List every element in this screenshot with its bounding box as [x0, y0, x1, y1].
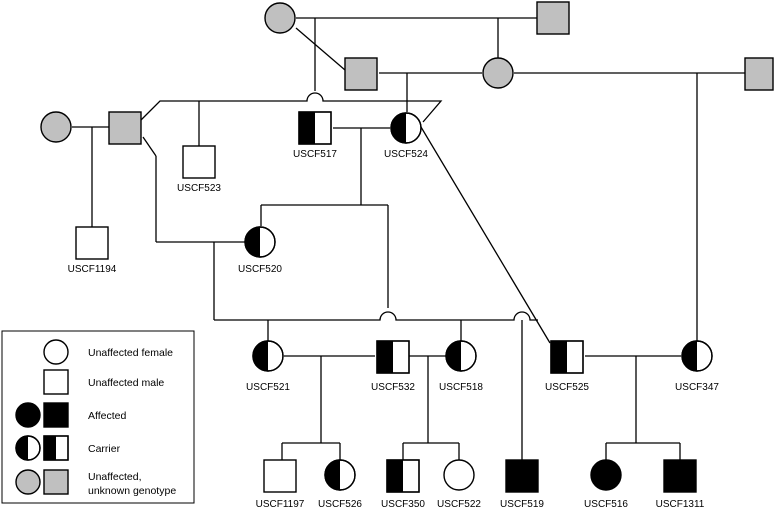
label-USCF522: USCF522	[437, 499, 481, 510]
grandfather-unknown-genotype	[536, 1, 570, 35]
individual-USCF520	[244, 226, 276, 258]
male-unknown-genotype	[344, 57, 378, 91]
label-USCF350: USCF350	[381, 499, 425, 510]
legend-unaffected-female-symbol	[43, 339, 69, 365]
female-unknown-genotype	[482, 57, 514, 89]
grandmother-unknown-genotype	[264, 2, 296, 34]
individual-labels: USCF517 USCF524 USCF523 USCF1194 USCF520…	[68, 149, 720, 510]
label-USCF1194: USCF1194	[68, 264, 117, 275]
label-USCF518: USCF518	[439, 382, 483, 393]
male-unknown-genotype-right	[744, 57, 774, 91]
male-unknown-genotype-left	[108, 111, 142, 145]
label-USCF1311: USCF1311	[656, 499, 705, 510]
label-USCF519: USCF519	[500, 499, 544, 510]
legend-unaffected-male-symbol	[43, 369, 69, 395]
label-USCF517: USCF517	[293, 149, 337, 160]
legend: Unaffected female Unaffected male Affect…	[1, 330, 195, 504]
individual-USCF517	[298, 111, 332, 145]
individual-USCF525	[550, 340, 584, 374]
label-USCF525: USCF525	[545, 382, 589, 393]
individual-USCF516	[590, 459, 622, 491]
legend-carrier-label: Carrier	[88, 443, 121, 455]
legend-affected-female-symbol	[15, 402, 41, 428]
pedigree-symbols	[40, 1, 774, 493]
label-USCF524: USCF524	[384, 149, 428, 160]
legend-affected-male-symbol	[43, 402, 69, 428]
label-USCF523: USCF523	[177, 183, 221, 194]
individual-USCF1197	[263, 459, 297, 493]
individual-USCF347	[681, 340, 713, 372]
individual-USCF522	[443, 459, 475, 491]
legend-carrier-female-symbol	[15, 435, 41, 461]
label-USCF520: USCF520	[238, 264, 282, 275]
individual-USCF524	[390, 112, 422, 144]
label-USCF521: USCF521	[246, 382, 290, 393]
relationship-lines	[72, 17, 745, 460]
legend-unknown-male-symbol	[43, 469, 69, 495]
individual-USCF523	[182, 145, 216, 179]
individual-USCF350	[386, 459, 420, 493]
legend-affected-label: Affected	[88, 410, 126, 422]
legend-unaffected-female-label: Unaffected female	[88, 347, 173, 359]
individual-USCF518	[445, 340, 477, 372]
label-USCF532: USCF532	[371, 382, 415, 393]
individual-USCF521	[252, 340, 284, 372]
legend-carrier-male-symbol	[43, 435, 69, 461]
individual-USCF526	[324, 459, 356, 491]
label-USCF516: USCF516	[584, 499, 628, 510]
individual-USCF519	[505, 459, 539, 493]
label-USCF347: USCF347	[675, 382, 719, 393]
legend-unknown-label-line1: Unaffected,	[88, 471, 142, 483]
legend-unknown-label-line2: unknown genotype	[88, 485, 176, 497]
female-unknown-genotype-left	[40, 111, 72, 143]
label-USCF526: USCF526	[318, 499, 362, 510]
individual-USCF532	[376, 340, 410, 374]
label-USCF1197: USCF1197	[256, 499, 305, 510]
legend-unknown-female-symbol	[15, 469, 41, 495]
legend-unaffected-male-label: Unaffected male	[88, 377, 164, 389]
individual-USCF1311	[663, 459, 697, 493]
individual-USCF1194	[75, 226, 109, 260]
